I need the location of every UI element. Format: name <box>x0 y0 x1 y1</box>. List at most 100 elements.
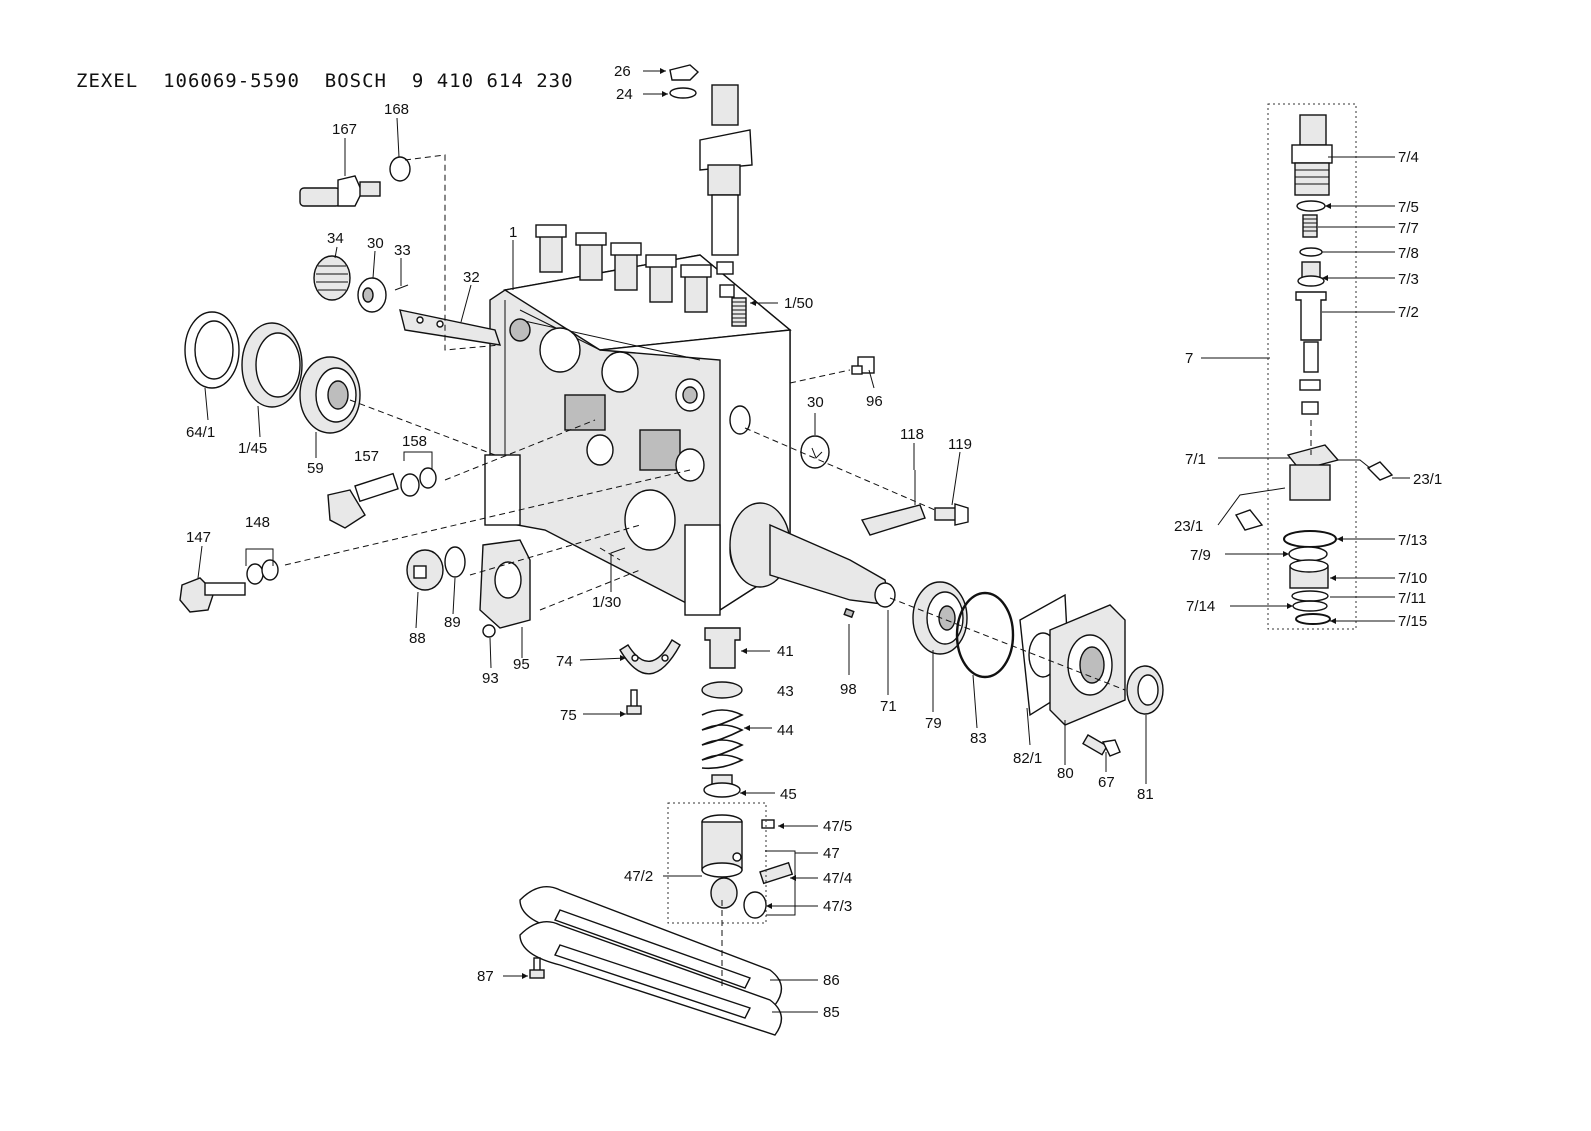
label-7-4: 7/4 <box>1398 149 1419 166</box>
screw-plug-34[interactable] <box>313 255 351 301</box>
label-7-10: 7/10 <box>1398 570 1427 587</box>
plunger-barrel-7-2[interactable] <box>1295 291 1327 415</box>
label-47-3: 47/3 <box>823 898 852 915</box>
washers-158[interactable] <box>400 467 437 497</box>
pin-33[interactable] <box>394 284 409 291</box>
label-88: 88 <box>409 630 426 647</box>
nut-26[interactable] <box>669 64 700 81</box>
bolt-147[interactable] <box>179 577 246 613</box>
bushing-47-3[interactable] <box>743 891 767 919</box>
flange-95[interactable] <box>479 539 531 629</box>
camshaft-71[interactable] <box>729 502 896 608</box>
control-sleeve-7-10[interactable] <box>1289 559 1329 589</box>
label-64-1: 64/1 <box>186 424 215 441</box>
spring-7-11[interactable] <box>1291 590 1329 602</box>
seal-81[interactable] <box>1126 665 1164 715</box>
screw-75[interactable] <box>626 689 642 715</box>
roller-tappet-47[interactable] <box>701 814 743 878</box>
cover-1-45[interactable] <box>241 322 303 408</box>
label-7-5: 7/5 <box>1398 199 1419 216</box>
arrowheads <box>522 68 1343 979</box>
label-1-30: 1/30 <box>592 594 621 611</box>
label-33: 33 <box>394 242 411 259</box>
clip-23-1-right[interactable] <box>1366 461 1394 481</box>
control-rack-32[interactable] <box>399 309 502 346</box>
label-83: 83 <box>970 730 987 747</box>
spring-seat-7-9[interactable] <box>1288 546 1328 562</box>
o-ring-83[interactable] <box>955 591 1015 679</box>
label-7-11: 7/11 <box>1398 590 1426 607</box>
spring-1-50[interactable] <box>731 297 747 327</box>
diagram-title: ZEXEL 106069-5590 BOSCH 9 410 614 230 <box>76 70 574 92</box>
centerlines <box>284 154 1312 990</box>
label-41: 41 <box>777 643 794 660</box>
label-7-3: 7/3 <box>1398 271 1419 288</box>
label-81: 81 <box>1137 786 1154 803</box>
label-44: 44 <box>777 722 794 739</box>
label-158: 158 <box>402 433 427 450</box>
plug-88[interactable] <box>406 549 444 591</box>
gasket-89[interactable] <box>444 546 466 578</box>
cover-80[interactable] <box>1049 604 1126 726</box>
flange-7-1[interactable] <box>1286 444 1340 501</box>
washer-7-8[interactable] <box>1299 247 1323 257</box>
washer-24[interactable] <box>669 87 697 99</box>
washers-148[interactable] <box>246 559 279 585</box>
bolt-119[interactable] <box>934 503 969 526</box>
label-85: 85 <box>823 1004 840 1021</box>
callout-labels: 26 24 167 168 1 34 30 33 32 1/50 64/1 1/… <box>186 63 1442 1021</box>
ring-7-15[interactable] <box>1295 613 1331 625</box>
label-71: 71 <box>880 698 897 715</box>
spring-seat-45[interactable] <box>703 774 741 798</box>
delivery-valve-holder-7-4[interactable] <box>1291 114 1333 196</box>
label-30a: 30 <box>367 235 384 252</box>
lever-118[interactable] <box>860 470 926 536</box>
control-sleeve-41[interactable] <box>704 627 741 669</box>
label-7: 7 <box>1185 350 1193 367</box>
pin-47-5[interactable] <box>761 819 775 829</box>
spring-44[interactable] <box>701 709 744 770</box>
label-43: 43 <box>777 683 794 700</box>
bolt-157[interactable] <box>327 472 399 529</box>
screw-96[interactable] <box>851 356 875 375</box>
label-7-15: 7/15 <box>1398 613 1427 630</box>
bolt-67[interactable] <box>1082 734 1121 757</box>
ring-7-14[interactable] <box>1292 600 1328 612</box>
label-45: 45 <box>780 786 797 803</box>
o-ring-7-5[interactable] <box>1296 200 1326 212</box>
spring-seat-43[interactable] <box>701 681 743 699</box>
label-34: 34 <box>327 230 344 247</box>
bearing-shell-74[interactable] <box>619 639 681 675</box>
clip-23-1-left[interactable] <box>1234 509 1264 531</box>
o-ring-7-13[interactable] <box>1283 530 1337 548</box>
label-119: 119 <box>948 436 972 453</box>
screw-87[interactable] <box>529 957 545 979</box>
seal-ring-64-1[interactable] <box>184 311 240 389</box>
nut-93[interactable] <box>482 624 496 638</box>
label-87: 87 <box>477 968 494 985</box>
key-98[interactable] <box>843 607 855 619</box>
washer-168[interactable] <box>389 156 411 182</box>
delivery-valve-7-3[interactable] <box>1297 261 1325 287</box>
delivery-valve-holder-top[interactable] <box>699 84 753 298</box>
label-7-9: 7/9 <box>1190 547 1211 564</box>
label-23-1-right: 23/1 <box>1413 471 1442 488</box>
bushing-30-left[interactable] <box>357 277 387 313</box>
label-7-8: 7/8 <box>1398 245 1419 262</box>
label-96: 96 <box>866 393 883 410</box>
label-98: 98 <box>840 681 857 698</box>
bushing-30-right[interactable] <box>800 435 830 469</box>
label-167: 167 <box>332 121 357 138</box>
bolt-167[interactable] <box>299 175 381 207</box>
roller-pin-47-4[interactable] <box>759 861 794 885</box>
label-79: 79 <box>925 715 942 732</box>
roller-47-2[interactable] <box>710 877 738 909</box>
label-7-2: 7/2 <box>1398 304 1419 321</box>
gasket-85[interactable] <box>519 921 783 1036</box>
bearing-59[interactable] <box>299 356 361 434</box>
spring-7-7[interactable] <box>1302 214 1318 238</box>
label-7-14: 7/14 <box>1186 598 1215 615</box>
cover-plate-86[interactable] <box>519 886 783 1006</box>
label-23-1-left: 23/1 <box>1174 518 1203 535</box>
